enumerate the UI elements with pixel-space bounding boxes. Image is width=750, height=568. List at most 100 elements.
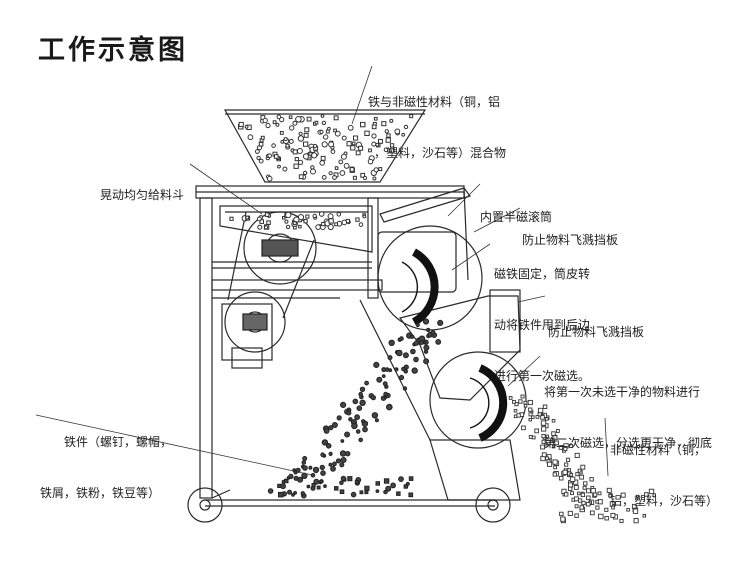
particle — [341, 219, 348, 226]
particle — [330, 149, 336, 155]
label-splash-guard-2: 防止物料飞溅挡板 — [548, 325, 645, 339]
right-wheel — [475, 487, 511, 523]
particle — [551, 418, 556, 423]
particle — [545, 456, 549, 461]
particle — [374, 418, 379, 423]
particle — [568, 486, 573, 491]
nonmagnetic-particles — [508, 394, 656, 524]
particle — [262, 117, 268, 124]
label-iron-output: 铁件（螺钉，螺帽， 铁屑，铁粉，铁豆等） — [40, 435, 173, 500]
particle — [531, 435, 536, 440]
particle — [302, 170, 308, 176]
particle — [540, 444, 545, 450]
particle — [574, 496, 579, 502]
magnet-arc-1-inner — [401, 261, 419, 313]
particle — [552, 435, 558, 441]
particle — [561, 488, 567, 494]
particle — [292, 120, 298, 126]
particle — [321, 120, 327, 126]
particle — [353, 135, 359, 141]
particle — [311, 483, 316, 488]
particle — [364, 490, 369, 495]
particle — [352, 398, 359, 405]
particle — [408, 476, 414, 481]
particle — [293, 163, 299, 169]
particle — [334, 222, 339, 227]
particle — [578, 498, 583, 503]
particle — [518, 399, 523, 404]
particle — [381, 121, 387, 127]
particle — [362, 426, 368, 433]
particle — [384, 367, 390, 372]
label-vibrating-hopper: 晃动均匀给料斗 — [100, 188, 185, 202]
particle — [339, 170, 346, 176]
particle — [288, 115, 293, 120]
particle — [631, 503, 637, 509]
particle — [351, 141, 356, 146]
particle — [576, 491, 581, 496]
particle — [336, 415, 342, 421]
particle — [642, 513, 647, 518]
magnet-arc-1 — [411, 248, 439, 326]
particle — [247, 134, 254, 141]
particle — [340, 475, 347, 482]
particle — [389, 143, 395, 148]
particle — [292, 221, 297, 226]
particle — [652, 493, 656, 497]
particle — [279, 117, 285, 123]
particle — [383, 489, 388, 495]
particle — [264, 212, 270, 217]
particle — [403, 484, 408, 489]
particle — [364, 380, 370, 386]
particle — [573, 479, 579, 485]
particle — [354, 414, 361, 421]
particle — [341, 135, 347, 141]
particle — [256, 155, 261, 161]
particle — [330, 465, 336, 472]
particle — [574, 504, 579, 509]
particle — [435, 339, 442, 345]
particle — [401, 366, 406, 372]
particle — [301, 460, 307, 465]
particle — [347, 476, 353, 482]
particle — [620, 492, 626, 498]
particle — [585, 501, 591, 507]
particle — [339, 489, 345, 494]
particle — [350, 491, 357, 498]
particle — [508, 396, 513, 400]
particle — [320, 452, 325, 458]
particle — [320, 155, 326, 161]
particle — [583, 481, 588, 486]
particle — [358, 437, 364, 443]
particle — [401, 132, 406, 137]
particle — [266, 220, 271, 225]
particle — [580, 492, 586, 498]
particle — [350, 145, 356, 151]
particle — [287, 489, 292, 495]
particle — [597, 491, 602, 496]
particle — [303, 132, 309, 138]
particle — [318, 211, 325, 217]
particle — [545, 434, 550, 439]
particle — [413, 356, 419, 363]
particle — [595, 499, 599, 504]
particle — [577, 468, 582, 473]
particle — [562, 469, 568, 475]
particle — [303, 141, 309, 147]
particle — [316, 485, 321, 490]
particle — [541, 426, 547, 432]
particle — [359, 386, 366, 392]
particle — [635, 494, 640, 499]
particle — [291, 493, 295, 497]
particle — [340, 457, 347, 463]
particle — [535, 415, 540, 419]
particle — [563, 446, 568, 452]
particle — [257, 224, 263, 230]
particle — [359, 399, 366, 406]
particle — [521, 425, 526, 431]
left-frame-leg — [199, 197, 213, 499]
particle — [340, 439, 345, 443]
particle — [265, 122, 271, 129]
particle — [415, 322, 420, 328]
